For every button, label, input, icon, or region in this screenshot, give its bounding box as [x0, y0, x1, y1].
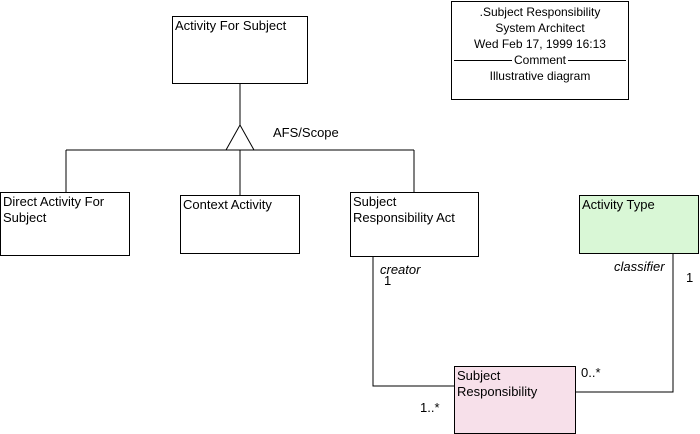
note-separator-label: Comment [511, 53, 568, 67]
creator-role-label: creator [380, 262, 421, 277]
subject-responsibility-multiplicity-right: 0..* [581, 365, 601, 380]
class-subject-responsibility[interactable]: Subject Responsibility [454, 366, 576, 434]
classifier-multiplicity: 1 [686, 270, 694, 285]
generalization-triangle [225, 123, 255, 151]
subject-responsibility-multiplicity-left: 1..* [420, 400, 440, 415]
class-activity-type[interactable]: Activity Type [579, 195, 699, 254]
note-separator: Comment [452, 52, 628, 68]
creator-multiplicity: 1 [384, 273, 392, 288]
class-subject-responsibility-act[interactable]: Subject Responsibility Act [350, 192, 479, 257]
class-activity-for-subject[interactable]: Activity For Subject [172, 16, 308, 84]
classifier-role-label: classifier [614, 259, 665, 274]
creator-association-line [372, 257, 455, 387]
note-title: .Subject Responsibility [479, 5, 601, 19]
note-date: Wed Feb 17, 1999 16:13 [474, 37, 606, 51]
note-author: System Architect [495, 21, 585, 35]
classifier-association-line [575, 254, 674, 393]
class-context-activity[interactable]: Context Activity [180, 195, 300, 254]
note-body: Illustrative diagram [489, 69, 591, 83]
comment-note[interactable]: .Subject Responsibility System Architect… [451, 1, 629, 100]
class-direct-activity-for-subject[interactable]: Direct Activity For Subject [0, 192, 130, 256]
generalization-label: AFS/Scope [273, 125, 339, 140]
